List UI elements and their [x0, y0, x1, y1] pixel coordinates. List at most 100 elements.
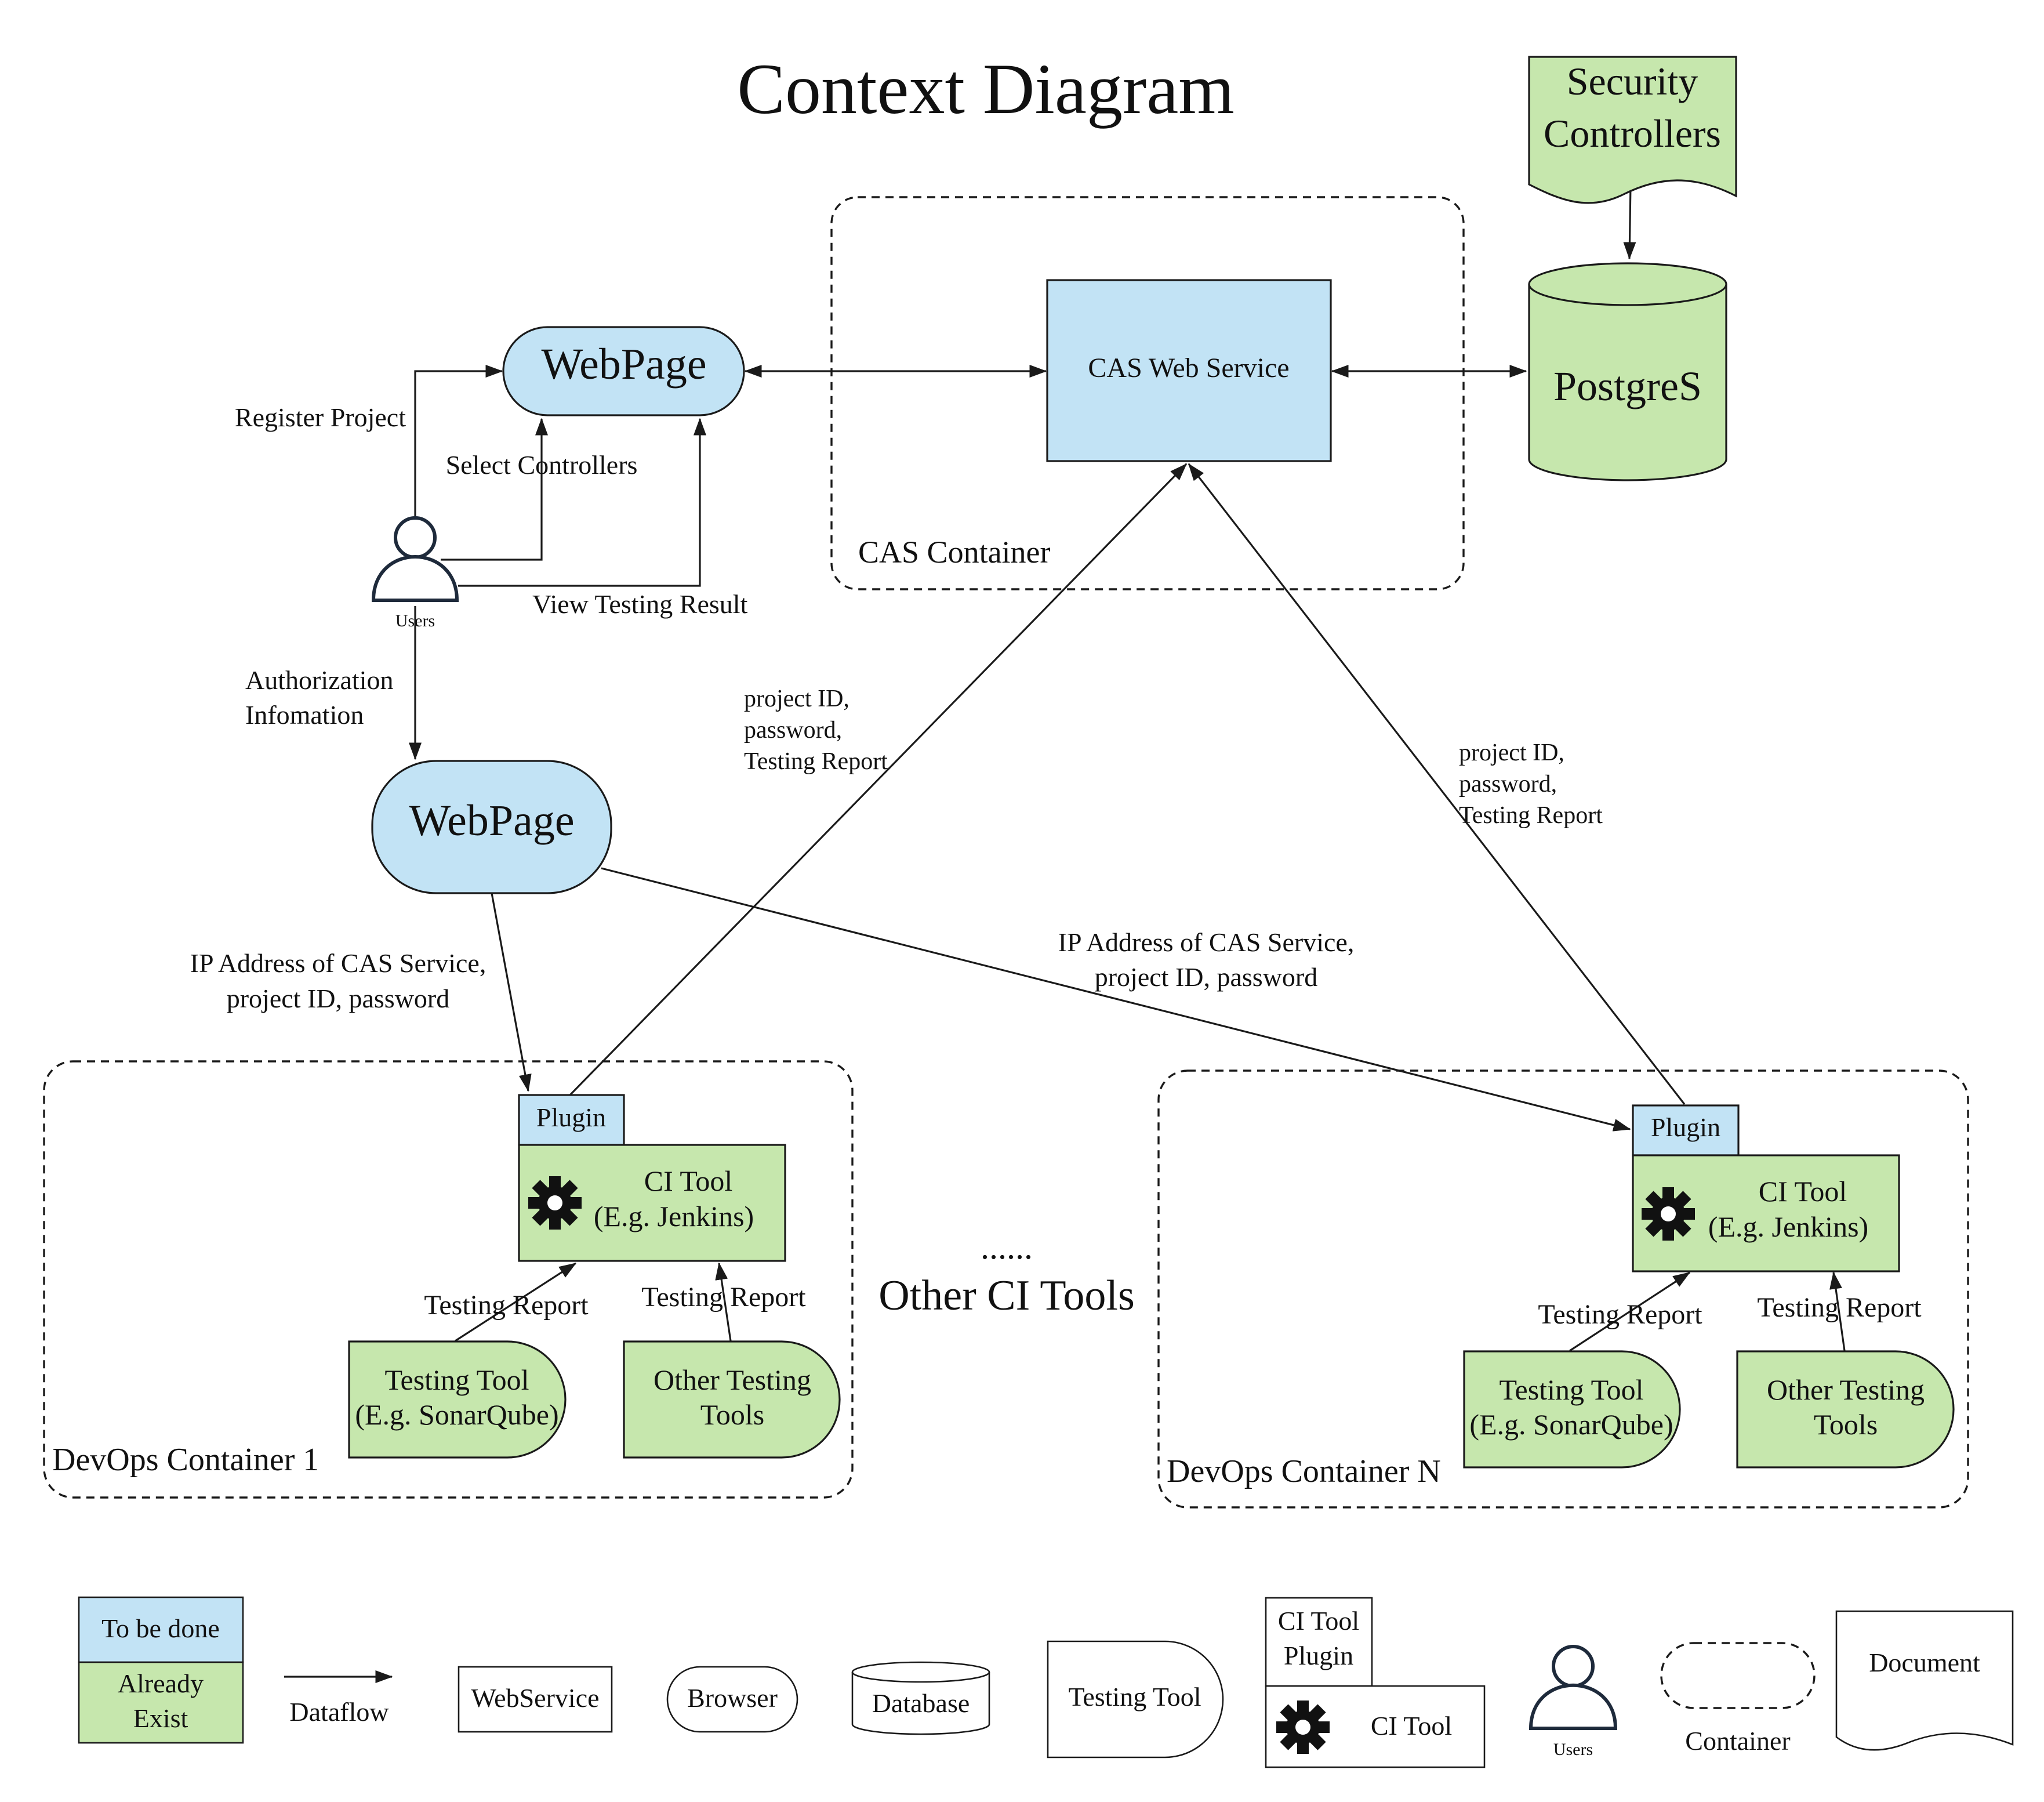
other-testing-tools-1-label-2: Tools: [700, 1398, 764, 1431]
webpage-mid: [371, 760, 612, 894]
view-testing-result-label: View Testing Result: [532, 589, 748, 619]
other-testing-tools-n-label-1: Other Testing: [1767, 1373, 1925, 1406]
dataflow-webpage-to-pluginN: [601, 867, 1631, 1132]
devops-container-1: DevOps Container 1 Plugin CI Tool (E.g. …: [43, 1060, 854, 1499]
dataflow-pluginN-to-cas: [1188, 463, 1686, 1105]
select-controllers-label: Select Controllers: [446, 450, 638, 480]
legend-ci-plugin-label-1: CI Tool: [1278, 1606, 1359, 1636]
other-ci-dots: ......: [981, 1228, 1033, 1266]
webpage-top-label: WebPage: [541, 340, 706, 389]
legend-browser-label: Browser: [687, 1683, 778, 1713]
authorization-label-1: Authorization: [245, 665, 394, 695]
cas-web-service-label: CAS Web Service: [1088, 353, 1289, 383]
dataflow-plugin1-to-cas: [569, 463, 1188, 1096]
legend-ci-tool-label: CI Tool: [1371, 1711, 1452, 1741]
legend-webservice-shape: [458, 1666, 613, 1733]
legend-browser-shape: [666, 1666, 798, 1733]
legend-document-shape: [1835, 1610, 2014, 1751]
register-project-label: Register Project: [235, 403, 406, 432]
plugin-1: [518, 1094, 625, 1146]
plugin-n: [1632, 1104, 1740, 1156]
report-to-cas-left-label-3: Testing Report: [744, 748, 888, 775]
postgres-database: [1528, 262, 1727, 481]
webpage-top: [502, 326, 745, 416]
report-to-cas-right-label-3: Testing Report: [1459, 802, 1603, 829]
legend-already-exist-swatch: [78, 1661, 244, 1744]
users-icon: [371, 516, 459, 602]
dataflow-other-tools1-to-ci: [715, 1262, 732, 1341]
gear-icon: [528, 1176, 582, 1230]
gear-icon: [1642, 1187, 1695, 1241]
legend-testing-tool-shape: [1047, 1640, 1224, 1759]
report-to-cas-left-label-2: password,: [744, 717, 842, 744]
cas-info-left-label-2: project ID, password: [227, 984, 450, 1013]
testing-tool-1-label-1: Testing Tool: [384, 1364, 529, 1396]
devops-container-1-label: DevOps Container 1: [52, 1442, 319, 1478]
ci-tool-n-label-1: CI Tool: [1759, 1175, 1847, 1208]
other-testing-tools-1: [623, 1340, 841, 1459]
cas-info-left-label-1: IP Address of CAS Service,: [190, 948, 487, 978]
cas-info-right-label-2: project ID, password: [1095, 962, 1318, 992]
page-title: Context Diagram: [737, 49, 1234, 129]
connectors: [409, 185, 1846, 1352]
legend-container-shape: [1660, 1642, 1816, 1709]
cas-container-label: CAS Container: [858, 535, 1051, 570]
ci-tool-1-label-2: (E.g. Jenkins): [594, 1200, 754, 1232]
cas-web-service: [1046, 279, 1332, 462]
testing-tool-1-label-2: (E.g. SonarQube): [355, 1398, 558, 1431]
legend-webservice-label: WebService: [471, 1683, 599, 1713]
devops-container-n: DevOps Container N Plugin CI Tool (E.g. …: [1157, 1069, 1969, 1509]
plugin-1-label: Plugin: [536, 1103, 606, 1132]
testing-report-1a-label: Testing Report: [424, 1290, 589, 1321]
dataflow-security-to-postgres: [1623, 185, 1636, 260]
other-testing-tools-n-label-2: Tools: [1814, 1408, 1878, 1441]
legend: To be done Already Exist Dataflow WebSer…: [78, 1596, 2014, 1768]
legend-dataflow-label: Dataflow: [289, 1697, 389, 1727]
gear-icon: [1276, 1701, 1330, 1754]
other-testing-tools-1-label-1: Other Testing: [654, 1364, 811, 1396]
dataflow-register-project: [414, 365, 503, 519]
devops-container-n-label: DevOps Container N: [1167, 1453, 1441, 1489]
security-controllers-document: [1528, 56, 1737, 204]
legend-ci-plugin-label-2: Plugin: [1284, 1641, 1353, 1670]
authorization-label-2: Infomation: [245, 700, 364, 730]
legend-ci-plugin-shape: [1265, 1597, 1373, 1687]
postgres-label: PostgreS: [1553, 363, 1702, 409]
legend-database-label: Database: [872, 1688, 970, 1718]
legend-testing-tool-label: Testing Tool: [1068, 1682, 1201, 1712]
testing-report-nb-label: Testing Report: [1757, 1292, 1922, 1323]
legend-users-label: Users: [1553, 1740, 1593, 1759]
report-to-cas-left-label-1: project ID,: [744, 686, 849, 712]
legend-users-icon: [1529, 1645, 1618, 1730]
dataflow-other-toolsN-to-ci: [1829, 1271, 1846, 1351]
other-ci-tools-label: Other CI Tools: [878, 1272, 1135, 1319]
testing-tool-n-label-1: Testing Tool: [1499, 1373, 1643, 1406]
ci-tool-1-label-1: CI Tool: [644, 1165, 733, 1197]
testing-tool-1: [348, 1340, 567, 1459]
security-controllers-label-2: Controllers: [1544, 111, 1721, 155]
legend-container-label: Container: [1685, 1726, 1790, 1756]
dataflow-view-testing-result: [458, 418, 706, 587]
dataflow-webpage-to-plugin1: [491, 893, 532, 1092]
testing-tool-n-label-2: (E.g. SonarQube): [1469, 1408, 1673, 1441]
legend-already-exist-label-1: Already: [118, 1669, 204, 1698]
users-label: Users: [395, 611, 435, 630]
cas-info-right-label-1: IP Address of CAS Service,: [1058, 927, 1355, 957]
dataflow-testing-toolN-to-ci: [1569, 1271, 1691, 1352]
dataflow-testing-tool1-to-ci: [455, 1262, 577, 1342]
report-to-cas-right-label-1: project ID,: [1459, 739, 1564, 766]
testing-tool-n: [1463, 1350, 1681, 1469]
legend-to-be-done-label: To be done: [101, 1614, 220, 1643]
legend-already-exist-label-2: Exist: [133, 1703, 188, 1733]
dataflow-select-controllers: [441, 418, 548, 561]
ci-tool-n-label-2: (E.g. Jenkins): [1708, 1210, 1868, 1243]
plugin-n-label: Plugin: [1651, 1112, 1720, 1142]
security-controllers-label-1: Security: [1567, 59, 1698, 103]
legend-document-label: Document: [1869, 1648, 1980, 1677]
testing-report-1b-label: Testing Report: [641, 1282, 806, 1312]
legend-database-shape: [851, 1661, 990, 1735]
webpage-mid-label: WebPage: [409, 796, 574, 845]
testing-report-na-label: Testing Report: [1538, 1299, 1702, 1330]
other-testing-tools-n: [1736, 1350, 1955, 1469]
